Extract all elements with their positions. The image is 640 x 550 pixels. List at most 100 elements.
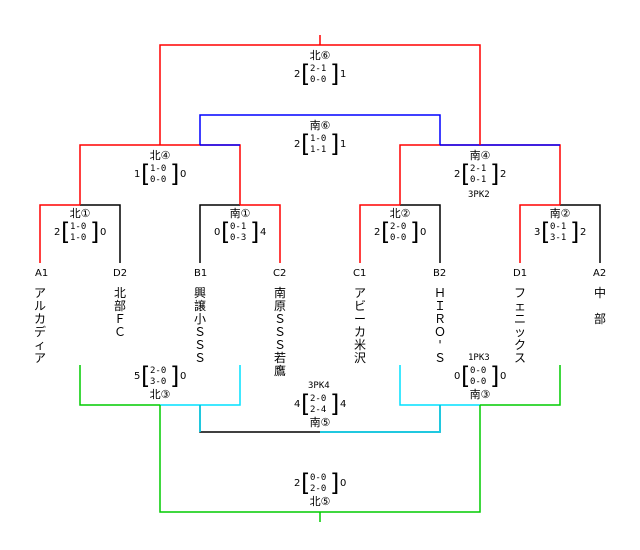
right-score: 0 <box>420 227 427 238</box>
half1-score: 2-0 <box>390 222 407 232</box>
team-code-c1: C1 <box>353 268 367 279</box>
team-code-a1: A1 <box>35 268 49 279</box>
left-score: 2 <box>454 169 461 180</box>
line-minami2-winner-left <box>519 204 560 263</box>
right-score: 0 <box>500 371 507 382</box>
left-score: 2 <box>294 69 301 80</box>
line-kita1-winner <box>39 204 80 263</box>
match-minami4-score: 2 [ 2-1 0-1 ] 2 <box>450 160 510 188</box>
right-score: 0 <box>340 478 347 489</box>
right-bracket: ] <box>490 160 500 188</box>
team-name-d1: フェニックス <box>513 286 526 365</box>
left-score: 0 <box>454 371 461 382</box>
match-minami2-score: 3 [ 0-1 3-1 ] 2 <box>530 218 590 246</box>
pk-result: 3PK4 <box>308 381 330 391</box>
match-label: 南⑥ <box>309 119 331 132</box>
half1-score: 1-0 <box>310 134 327 144</box>
left-score: 2 <box>374 227 381 238</box>
left-score: 2 <box>294 139 301 150</box>
match-label: 北③ <box>149 388 171 401</box>
right-score: 1 <box>340 139 347 150</box>
line-minami2-loser <box>560 204 601 263</box>
right-bracket: ] <box>330 60 340 88</box>
line-kita1-loser <box>80 204 121 263</box>
match-kita4: 北④ <box>130 150 190 161</box>
team-code-b1: B1 <box>194 268 208 279</box>
right-bracket: ] <box>330 469 340 497</box>
left-score: 4 <box>294 399 301 410</box>
team-code-b2: B2 <box>433 268 447 279</box>
half2-score: 2-4 <box>310 405 327 415</box>
left-bracket: [ <box>221 218 231 246</box>
match-kita6-score: 2 [ 2-1 0-0 ] 1 <box>290 60 350 88</box>
half2-score: 1-0 <box>70 233 87 243</box>
team-code-a2: A2 <box>593 268 607 279</box>
half2-score: 0-0 <box>470 377 487 387</box>
team-name-a1: アルカディア <box>33 286 46 365</box>
right-score: 4 <box>340 399 347 410</box>
match-label: 南③ <box>469 388 491 401</box>
half1-score: 1-0 <box>150 164 167 174</box>
left-score: 3 <box>534 227 541 238</box>
half1-score: 0-0 <box>470 366 487 376</box>
right-bracket: ] <box>170 362 180 390</box>
left-bracket: [ <box>301 469 311 497</box>
line-minami3-right <box>480 365 561 406</box>
half2-score: 0-0 <box>390 233 407 243</box>
right-bracket: ] <box>490 362 500 390</box>
half1-score: 2-0 <box>310 394 327 404</box>
half2-score: 0-1 <box>470 175 487 185</box>
match-minami1: 南① <box>210 208 270 219</box>
match-label: 南④ <box>469 149 491 162</box>
line-minami5-cyan-right <box>320 405 441 433</box>
line-kita4-left <box>79 144 160 205</box>
match-kita5: 北⑤ <box>290 496 350 507</box>
left-bracket: [ <box>541 218 551 246</box>
line-kita2-loser <box>400 204 441 263</box>
half1-score: 2-1 <box>310 64 327 74</box>
half1-score: 2-0 <box>150 366 167 376</box>
match-kita4-score: 1 [ 1-0 0-0 ] 0 <box>130 160 190 188</box>
right-score: 0 <box>180 371 187 382</box>
match-kita5-score: 2 [ 0-0 2-0 ] 0 <box>290 469 350 497</box>
match-minami4: 南④ <box>450 150 510 161</box>
right-bracket: ] <box>170 160 180 188</box>
left-bracket: [ <box>461 160 471 188</box>
team-name-c1: アビーカ米沢 <box>353 286 366 365</box>
match-minami3-score: 0 [ 0-0 0-0 ] 0 <box>450 362 510 390</box>
line-minami3-left <box>399 365 480 406</box>
left-bracket: [ <box>381 218 391 246</box>
half1-score: 0-1 <box>550 222 567 232</box>
right-bracket: ] <box>570 218 580 246</box>
line-kita2-winner <box>359 204 400 263</box>
line-minami1-winner <box>240 204 281 263</box>
line-kita6-left <box>159 44 320 145</box>
half1-score: 0-1 <box>230 222 247 232</box>
match-label: 北⑥ <box>309 49 331 62</box>
right-score: 1 <box>340 69 347 80</box>
line-minami1-loser <box>199 204 240 263</box>
line-kita3-right <box>160 365 241 406</box>
right-bracket: ] <box>90 218 100 246</box>
line-kita6-right <box>320 44 481 145</box>
half1-score: 1-0 <box>70 222 87 232</box>
half2-score: 3-1 <box>550 233 567 243</box>
line-minami6 <box>199 114 441 145</box>
match-kita1: 北① <box>50 208 110 219</box>
match-minami3: 南③ <box>450 389 510 400</box>
right-score: 4 <box>260 227 267 238</box>
left-bracket: [ <box>141 362 151 390</box>
team-code-c2: C2 <box>273 268 287 279</box>
match-kita3: 北③ <box>130 389 190 400</box>
left-score: 0 <box>214 227 221 238</box>
match-kita3-score: 5 [ 2-0 3-0 ] 0 <box>130 362 190 390</box>
match-minami6-score: 2 [ 1-0 1-1 ] 1 <box>290 132 350 157</box>
match-kita2-score: 2 [ 2-0 0-0 ] 0 <box>370 218 430 246</box>
match-minami6: 南⑥ <box>290 120 350 131</box>
team-name-a2: 中 部 <box>593 286 606 326</box>
